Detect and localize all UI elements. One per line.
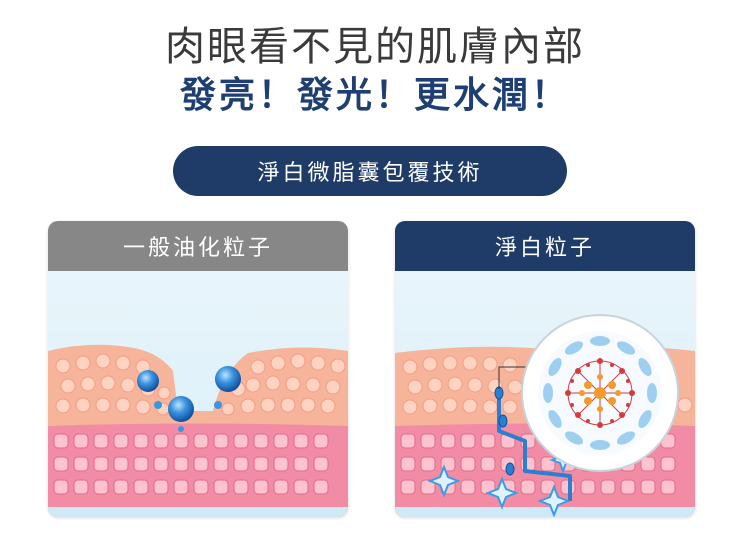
panel-whitening-header: 淨白粒子 [395, 221, 695, 271]
panel-whitening-title: 淨白粒子 [494, 236, 595, 261]
skin-cells-lower [53, 433, 329, 495]
panel-regular-header: 一般油化粒子 [48, 221, 348, 271]
callout-line [498, 366, 535, 389]
skin-cells-upper [55, 353, 346, 416]
panel-regular-particles: 一般油化粒子 [48, 221, 348, 517]
technology-badge: 淨白微脂囊包覆技術 [173, 146, 567, 196]
magnified-liposome [521, 314, 679, 472]
skin-illustration-regular [48, 271, 348, 517]
headline-line2: 發亮！發光！更水潤！ [179, 75, 570, 116]
technology-badge-label: 淨白微脂囊包覆技術 [257, 161, 483, 186]
penetration-path [497, 399, 572, 501]
panel-whitening-particles: 淨白粒子 [395, 221, 695, 517]
panel-regular-title: 一般油化粒子 [122, 236, 273, 261]
oil-particles [137, 366, 241, 432]
headline-line1: 肉眼看不見的肌膚內部 [165, 24, 585, 70]
skin-illustration-whitening [395, 271, 695, 517]
whitening-capsules [494, 386, 515, 476]
